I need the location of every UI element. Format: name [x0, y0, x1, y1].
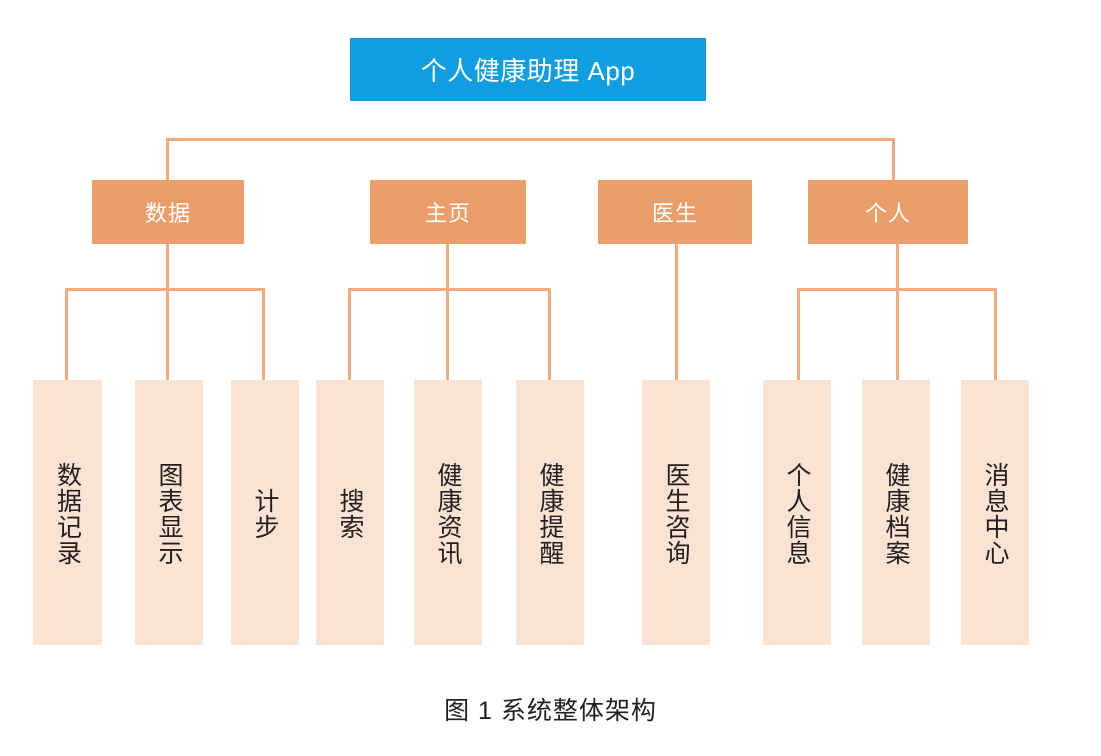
- connector-data-stem: [166, 244, 169, 290]
- node-leaf-health-reminder[interactable]: 健康提醒: [516, 380, 584, 645]
- node-branch-personal[interactable]: 个人: [808, 180, 968, 244]
- connector-personal-stem: [896, 244, 899, 290]
- connector-root-bus: [166, 138, 895, 141]
- node-leaf-step-counter[interactable]: 计步: [231, 380, 299, 645]
- connector-data-bus: [65, 288, 265, 291]
- connector-home-stem: [446, 244, 449, 290]
- node-leaf-message-center[interactable]: 消息中心: [961, 380, 1029, 645]
- connector-home-to-leaf-0: [348, 288, 351, 380]
- connector-root-to-branch-3: [892, 138, 895, 180]
- connector-home-to-leaf-2: [548, 288, 551, 380]
- node-branch-home[interactable]: 主页: [370, 180, 526, 244]
- node-leaf-search[interactable]: 搜索: [316, 380, 384, 645]
- connector-data-to-leaf-1: [166, 288, 169, 380]
- node-leaf-chart-display[interactable]: 图表显示: [135, 380, 203, 645]
- connector-personal-to-leaf-1: [896, 288, 899, 380]
- node-root-app[interactable]: 个人健康助理 App: [350, 38, 706, 101]
- figure-caption: 图 1 系统整体架构: [444, 697, 657, 725]
- node-leaf-doctor-consult[interactable]: 医生咨询: [642, 380, 710, 645]
- connector-personal-to-leaf-2: [994, 288, 997, 380]
- connector-home-bus: [348, 288, 551, 291]
- connector-data-to-leaf-2: [262, 288, 265, 380]
- node-branch-doctor[interactable]: 医生: [598, 180, 752, 244]
- connector-home-to-leaf-1: [446, 288, 449, 380]
- connector-root-to-branch-0: [166, 138, 169, 180]
- node-leaf-data-record[interactable]: 数据记录: [33, 380, 102, 645]
- node-branch-data[interactable]: 数据: [92, 180, 244, 244]
- node-leaf-personal-info[interactable]: 个人信息: [763, 380, 831, 645]
- node-leaf-health-record[interactable]: 健康档案: [862, 380, 930, 645]
- connector-personal-to-leaf-0: [797, 288, 800, 380]
- node-leaf-health-news[interactable]: 健康资讯: [414, 380, 482, 645]
- connector-doctor-to-leaf-0: [675, 244, 678, 380]
- connector-data-to-leaf-0: [65, 288, 68, 380]
